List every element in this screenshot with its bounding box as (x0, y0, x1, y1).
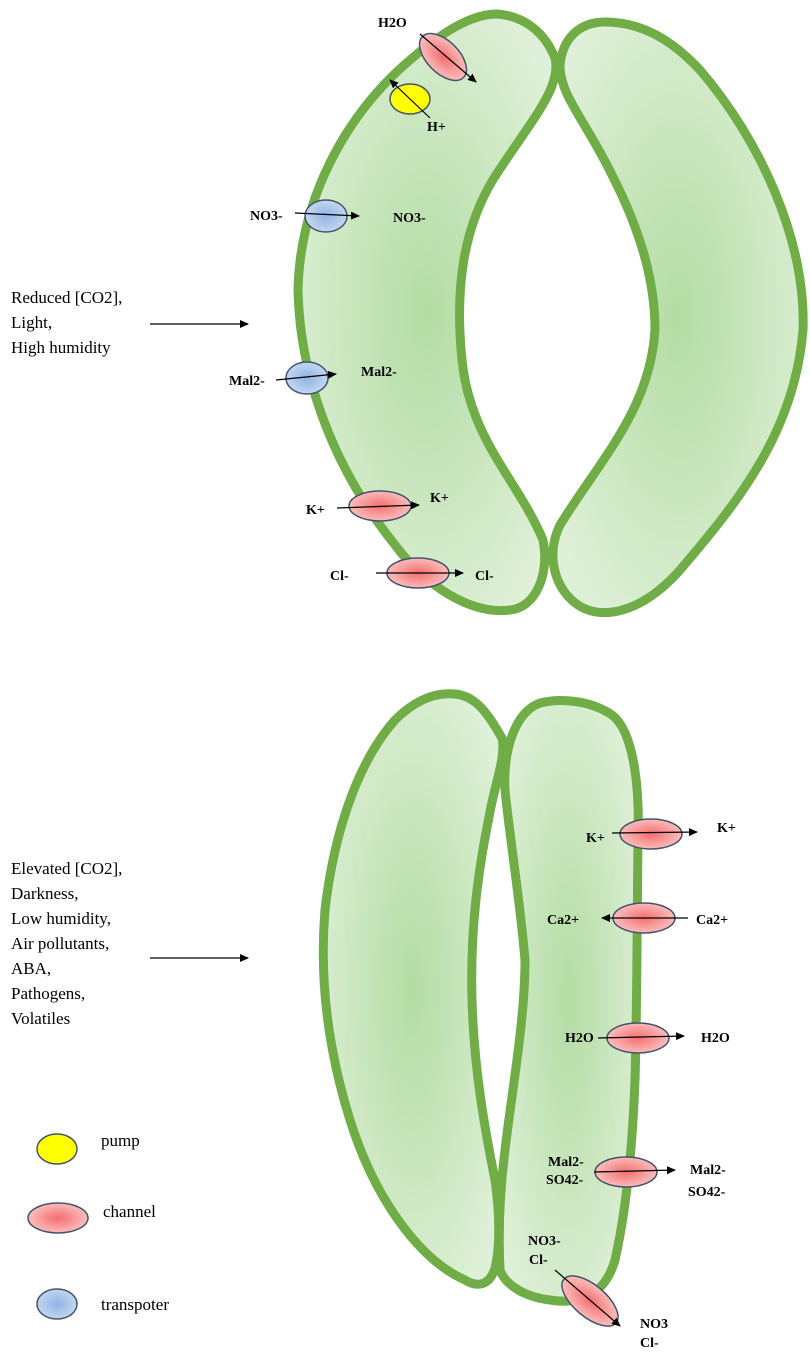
bottom-no3-inside-label: NO3- (528, 1235, 561, 1249)
bottom-condition-line: ABA, (11, 957, 51, 982)
bottom-condition-line: Volatiles (11, 1007, 70, 1032)
top-mal-inside-label: Mal2- (361, 366, 397, 380)
legend-transporter-label: transpoter (101, 1295, 169, 1315)
top-k-inside-label: K+ (430, 492, 449, 506)
bottom-mal-so4-channel (594, 1157, 675, 1187)
legend-pump-label: pump (101, 1131, 140, 1151)
top-cl-outside-label: Cl- (330, 570, 349, 584)
closed-stoma (323, 694, 638, 1302)
top-no3-inside-label: NO3- (393, 212, 426, 226)
bottom-k-outside-label: K+ (717, 822, 736, 836)
bottom-h2o-inside-label: H2O (565, 1032, 594, 1046)
top-condition-line: Light, (11, 311, 52, 336)
bottom-right-guard-cell (499, 701, 638, 1302)
bottom-condition-line: Pathogens, (11, 982, 85, 1007)
bottom-cl-outside-label: Cl- (640, 1337, 659, 1351)
top-mal-outside-label: Mal2- (229, 375, 265, 389)
bottom-so4-inside-label: SO42- (546, 1174, 583, 1188)
top-cl-inside-label: Cl- (475, 570, 494, 584)
bottom-condition-line: Elevated [CO2], (11, 857, 122, 882)
top-k-outside-label: K+ (306, 504, 325, 518)
legend-channel-label: channel (103, 1202, 156, 1222)
top-right-guard-cell (553, 22, 803, 613)
bottom-ca-outside-label: Ca2+ (696, 914, 728, 928)
bottom-left-guard-cell (323, 694, 503, 1285)
top-h2o-label: H2O (378, 17, 407, 31)
bottom-condition-line: Darkness, (11, 882, 79, 907)
open-stoma (298, 14, 803, 613)
pump-icon (37, 1134, 77, 1164)
bottom-no3-outside-label: NO3 (640, 1318, 668, 1332)
bottom-h2o-outside-label: H2O (701, 1032, 730, 1046)
top-h-plus-label: H+ (427, 121, 446, 135)
bottom-so4-outside-label: SO42- (688, 1186, 725, 1200)
channel-icon (28, 1203, 88, 1233)
transporter-icon (37, 1289, 77, 1319)
bottom-cl-inside-label: Cl- (529, 1254, 548, 1268)
bottom-k-inside-label: K+ (586, 832, 605, 846)
bottom-mal-outside-label: Mal2- (690, 1164, 726, 1178)
bottom-condition-line: Air pollutants, (11, 932, 109, 957)
top-condition-line: Reduced [CO2], (11, 286, 122, 311)
bottom-ca-inside-label: Ca2+ (547, 914, 579, 928)
bottom-mal-inside-label: Mal2- (548, 1156, 584, 1170)
bottom-condition-line: Low humidity, (11, 907, 111, 932)
top-condition-line: High humidity (11, 336, 111, 361)
top-no3-outside-label: NO3- (250, 210, 283, 224)
